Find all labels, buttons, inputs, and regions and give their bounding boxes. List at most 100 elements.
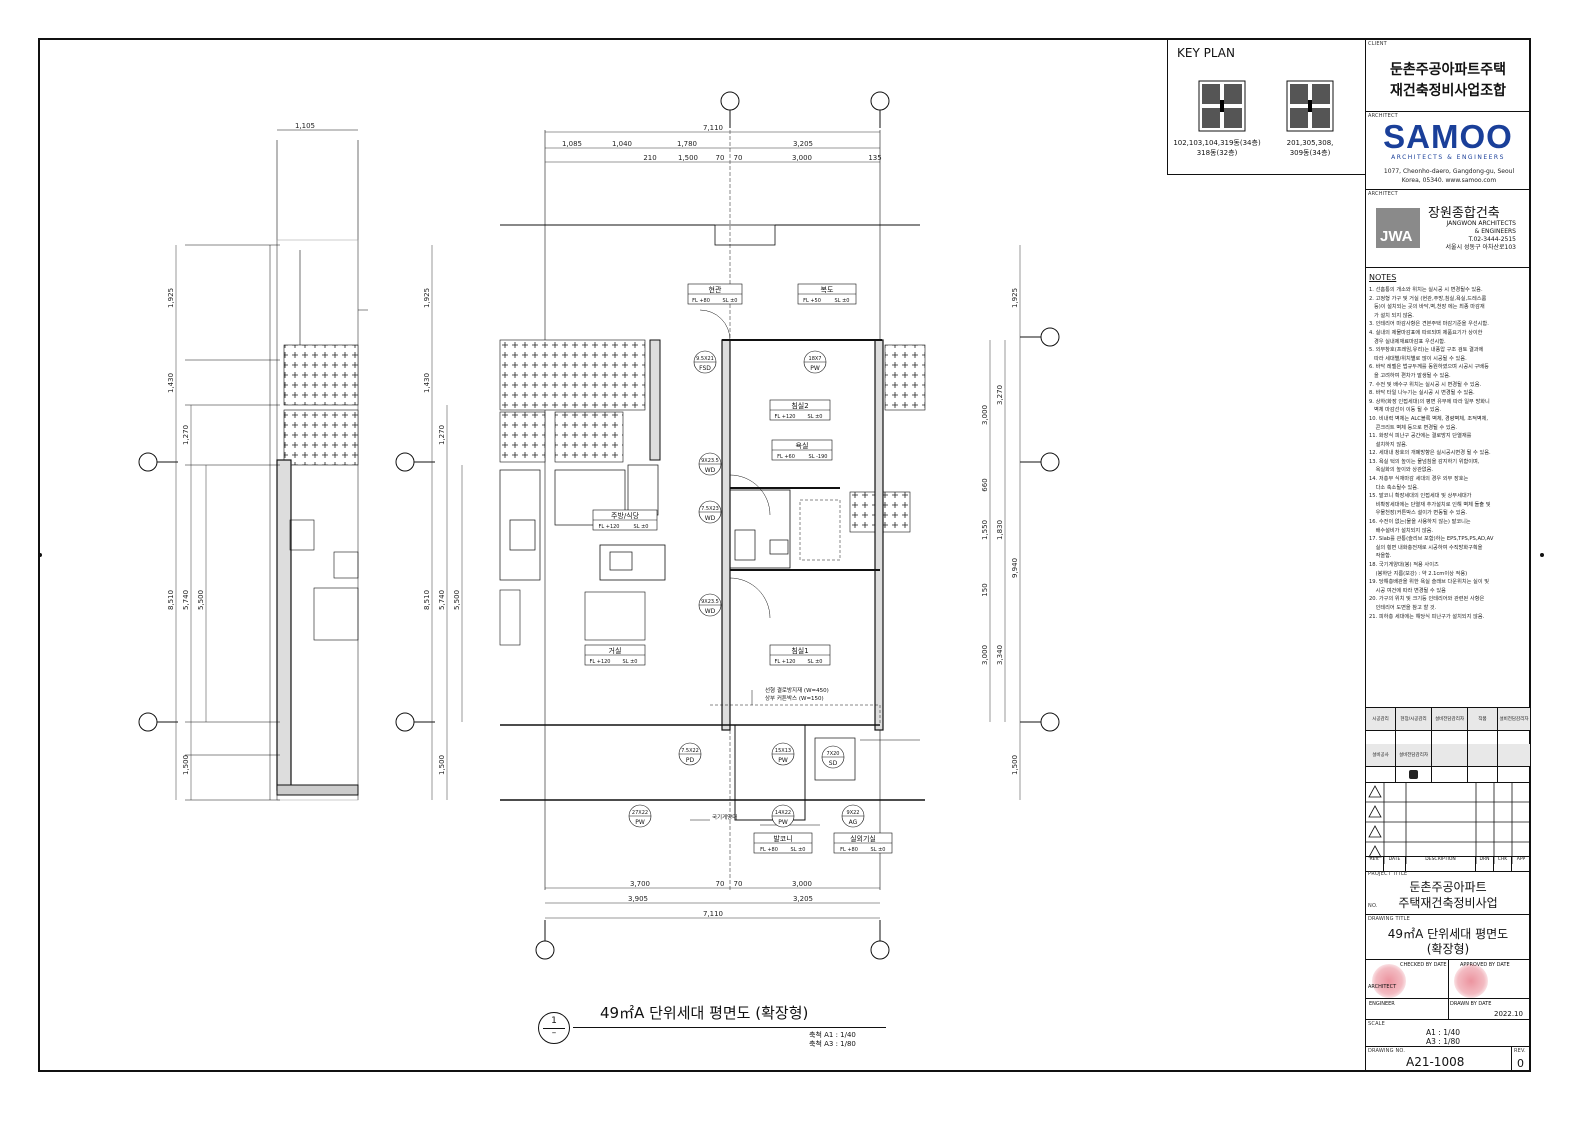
svg-text:1,500: 1,500 (182, 755, 190, 775)
drawing-number-cell: DRAWING NO. A21-1008 REV.0 (1366, 1047, 1530, 1070)
svg-text:PW: PW (778, 757, 788, 764)
svg-text:SL ±0: SL ±0 (623, 659, 638, 665)
svg-text:욕실: 욕실 (796, 441, 809, 450)
svg-text:5,500: 5,500 (197, 590, 205, 610)
note-line: 따라 세대별/위치별로 많이 시공될 수 있음. (1369, 355, 1467, 362)
note-line: 10. 비내력 벽체는 ALC블록 벽체, 경량벽체, 조적벽체, (1369, 415, 1489, 422)
svg-text:1,550: 1,550 (981, 520, 989, 540)
main-plan-dimensions: 7,110 1,085 1,040 1,780 3,205 210 1,500 … (423, 124, 1019, 918)
note-line: 12. 세대내 창호의 개폐방향은 실시공시변경 될 수 있음. (1369, 450, 1491, 457)
note-line: 배수설비가 설치되지 않음. (1369, 527, 1434, 534)
note-line: 가 설치 되지 않음. (1369, 312, 1414, 319)
note-line: 20. 가구의 위치 및 크기등 인테리어와 관련된 사항은 (1369, 596, 1485, 603)
svg-text:27X22: 27X22 (632, 810, 648, 816)
svg-text:150: 150 (981, 583, 989, 596)
svg-text:침실1: 침실1 (791, 646, 808, 655)
svg-text:3,905: 3,905 (628, 895, 648, 903)
svg-text:8,510: 8,510 (423, 590, 431, 610)
svg-text:9,940: 9,940 (1011, 558, 1019, 578)
svg-text:SL ±0: SL ±0 (634, 524, 649, 530)
side-plan-dimensions: 1,105 1,925 1,430 1,270 5,740 5,500 8,51… (167, 122, 315, 775)
svg-text:1,430: 1,430 (423, 373, 431, 393)
svg-text:7.5X23: 7.5X23 (701, 506, 719, 512)
note-line: 벽체 마감선이 이동 될 수 있음. (1369, 407, 1442, 414)
note-line: 11. 화장식 피난구 공간에는 결로방지 단열재를 (1369, 433, 1472, 440)
revision-header: REV. DATE DESCRIPTION DRN CHK APP (1366, 856, 1530, 872)
floor-plan-drawing: 1,105 1,925 1,430 1,270 5,740 5,500 8,51… (138, 91, 1060, 960)
view-number-balloon: 1 – (538, 1012, 570, 1044)
center-mark-left (38, 553, 42, 557)
svg-text:7.5X22: 7.5X22 (681, 748, 699, 754)
tag-wd-1: 9X23.5WD (698, 452, 722, 476)
note-line: 작을함. (1369, 553, 1392, 560)
svg-text:SL ±0: SL ±0 (723, 298, 738, 304)
svg-text:1,270: 1,270 (182, 425, 190, 445)
svg-text:3,270: 3,270 (996, 385, 1004, 405)
svg-text:FL +80: FL +80 (760, 847, 778, 853)
svg-text:상부 커튼박스 (W=150): 상부 커튼박스 (W=150) (765, 694, 824, 702)
drawing-number: A21-1008 (1406, 1055, 1465, 1069)
svg-text:실외기실: 실외기실 (850, 834, 876, 843)
svg-text:70: 70 (716, 880, 725, 888)
svg-text:3,000: 3,000 (981, 405, 989, 425)
plan-notes: 선형 결로방지재 (W=450) 상부 커튼박스 (W=150) 국기게양대 (712, 686, 829, 821)
note-line: 1. 선홈통의 개소와 위치는 실시공 시 변경될수 있음. (1369, 287, 1483, 293)
approval-row-2: 설비공사 설비전담감리자 (1366, 744, 1530, 767)
svg-text:3,205: 3,205 (793, 895, 813, 903)
svg-text:9X22: 9X22 (847, 810, 860, 816)
svg-text:5,740: 5,740 (182, 590, 190, 610)
svg-text:1,925: 1,925 (167, 288, 175, 308)
note-line: 4. 실내의 제물마감표에 따르되며 제품요기가 상이한 (1369, 329, 1483, 336)
svg-text:PD: PD (686, 757, 695, 764)
key-plan-caption-right: 201,305,308,309동(34층) (1286, 139, 1334, 157)
approval-row-2-values (1366, 766, 1530, 783)
svg-text:1,925: 1,925 (423, 288, 431, 308)
svg-text:1,500: 1,500 (678, 154, 698, 162)
svg-text:국기게양대: 국기게양대 (712, 813, 737, 821)
side-partial-plan (185, 129, 368, 801)
revision-table (1366, 782, 1530, 864)
svg-text:70: 70 (734, 880, 743, 888)
svg-text:AG: AG (849, 819, 858, 826)
note-line: 경우 실내제재료마감표 우선시함. (1369, 338, 1446, 345)
note-line: 다소 축소될수 있음. (1369, 484, 1419, 491)
svg-text:선형 결로방지재 (W=450): 선형 결로방지재 (W=450) (765, 686, 829, 694)
note-line: 2. 고정형 가구 및 거실 (현관,주방,침실,욕실,드레스룸 (1369, 295, 1487, 302)
key-plan-caption-left: 102,103,104,319동(34층)318동(32층) (1173, 139, 1261, 157)
approval-row-1-values (1366, 730, 1530, 745)
note-line: 7. 수전 및 배수구 위치는 실시공 시 변경될 수 있음. (1369, 381, 1482, 388)
svg-text:9.5X21: 9.5X21 (696, 356, 714, 362)
note-line: 욕실화의 높이와 상관없음. (1369, 467, 1434, 474)
svg-text:현관: 현관 (709, 285, 722, 294)
svg-text:FSD: FSD (699, 365, 711, 372)
key-plan-diagram-right (1286, 80, 1334, 132)
note-line: 9. 상하(화장 인접세대)의 평면 유무에 따라 일부 방화니 (1369, 398, 1490, 405)
note-line: 6. 바닥 레벨은 법규두께를 동원하였으며 시공시 구배등 (1369, 364, 1489, 371)
svg-text:3,000: 3,000 (792, 154, 812, 162)
signature-cell: CHECKED BY DATE APPROVED BY DATE ENGINEE… (1366, 960, 1530, 1020)
svg-text:PW: PW (810, 365, 820, 372)
svg-text:1,780: 1,780 (677, 140, 697, 148)
svg-text:WD: WD (705, 515, 716, 522)
svg-text:1,500: 1,500 (1011, 755, 1019, 775)
note-line: 18. 국기게양대(봉) 적용 사이즈 (1369, 562, 1439, 568)
svg-text:SL ±0: SL ±0 (835, 298, 850, 304)
note-line: 우물천장(커튼박스 설이가 변동될 수 있음. (1369, 510, 1467, 517)
drawing-title: 49㎡A 단위세대 평면도(확장형) (1387, 927, 1509, 956)
svg-text:FL +80: FL +80 (840, 847, 858, 853)
view-title: 49㎡A 단위세대 평면도 (확장형) (600, 1004, 809, 1022)
svg-text:SD: SD (829, 760, 838, 767)
svg-text:14X22: 14X22 (775, 810, 791, 816)
